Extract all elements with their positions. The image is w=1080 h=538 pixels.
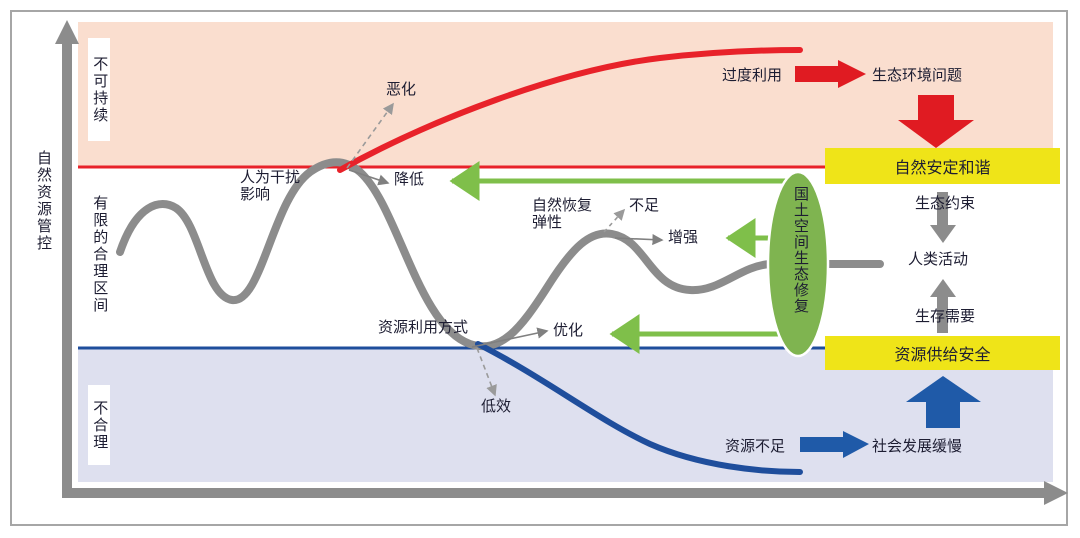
overuse-source-label: 过度利用 — [722, 67, 783, 84]
box-natural-harmony: 自然安定和谐 — [825, 148, 1060, 184]
shortage-curve — [475, 341, 803, 475]
zone-label-unreasonable: 不合理 — [88, 385, 111, 465]
annotation-enhance: 增强 — [668, 229, 699, 246]
optimize-leader — [471, 327, 549, 348]
y-axis — [55, 20, 79, 498]
insufficient-leader — [603, 208, 626, 233]
natural-resource-curve — [116, 158, 884, 351]
box-resource-security-label: 资源供给安全 — [894, 347, 991, 364]
survival-need-label: 生存需要 — [915, 308, 976, 325]
annotation-reduce: 降低 — [394, 171, 425, 188]
eco-problem-label: 生态环境问题 — [872, 67, 963, 84]
zone-label-unsustainable: 不可持续 — [88, 38, 111, 141]
reduce-leader — [348, 169, 390, 186]
annotation-inefficient: 低效 — [481, 398, 512, 415]
zone-band-unreasonable — [78, 348, 1053, 482]
diagram-frame — [10, 10, 1068, 526]
panel-down-arrow — [930, 192, 956, 243]
zone-label-reasonable: 有限的合理区间 — [88, 190, 111, 318]
resource-shortage-label: 资源不足 — [725, 438, 786, 455]
annotation-optimize: 优化 — [553, 322, 584, 339]
annotation-human-disturbance: 人为干扰 影响 — [240, 169, 301, 203]
annotation-deterioration: 恶化 — [386, 81, 417, 98]
box-resource-security: 资源供给安全 — [825, 336, 1060, 370]
zone-band-unsustainable — [78, 22, 1053, 167]
red-flow-arrow-down — [898, 95, 974, 148]
box-natural-harmony-label: 自然安定和谐 — [894, 160, 991, 177]
annotation-resource-use-mode: 资源利用方式 — [378, 319, 469, 336]
overuse-curve — [337, 47, 803, 173]
slow-development-label: 社会发展缓慢 — [872, 438, 963, 455]
eco-constraint-label: 生态约束 — [915, 195, 976, 212]
x-axis — [62, 481, 1068, 505]
panel-up-arrow — [930, 279, 956, 333]
annotation-natural-recovery: 自然恢复 弹性 — [532, 197, 593, 231]
y-axis-label: 自然资源管控 — [35, 150, 52, 252]
blue-flow-arrow-up — [906, 376, 981, 428]
annotation-insufficient: 不足 — [629, 197, 660, 214]
blue-flow-arrow-right — [800, 431, 869, 458]
enhance-leader — [614, 233, 664, 246]
ecological-restoration-label: 国土空间生态修复 — [792, 186, 809, 314]
inefficient-leader — [476, 347, 497, 397]
deterioration-leader — [346, 102, 394, 169]
ecological-restoration-ellipse — [766, 170, 830, 358]
red-flow-arrow-right — [795, 60, 866, 88]
human-activity-label: 人类活动 — [908, 251, 969, 268]
